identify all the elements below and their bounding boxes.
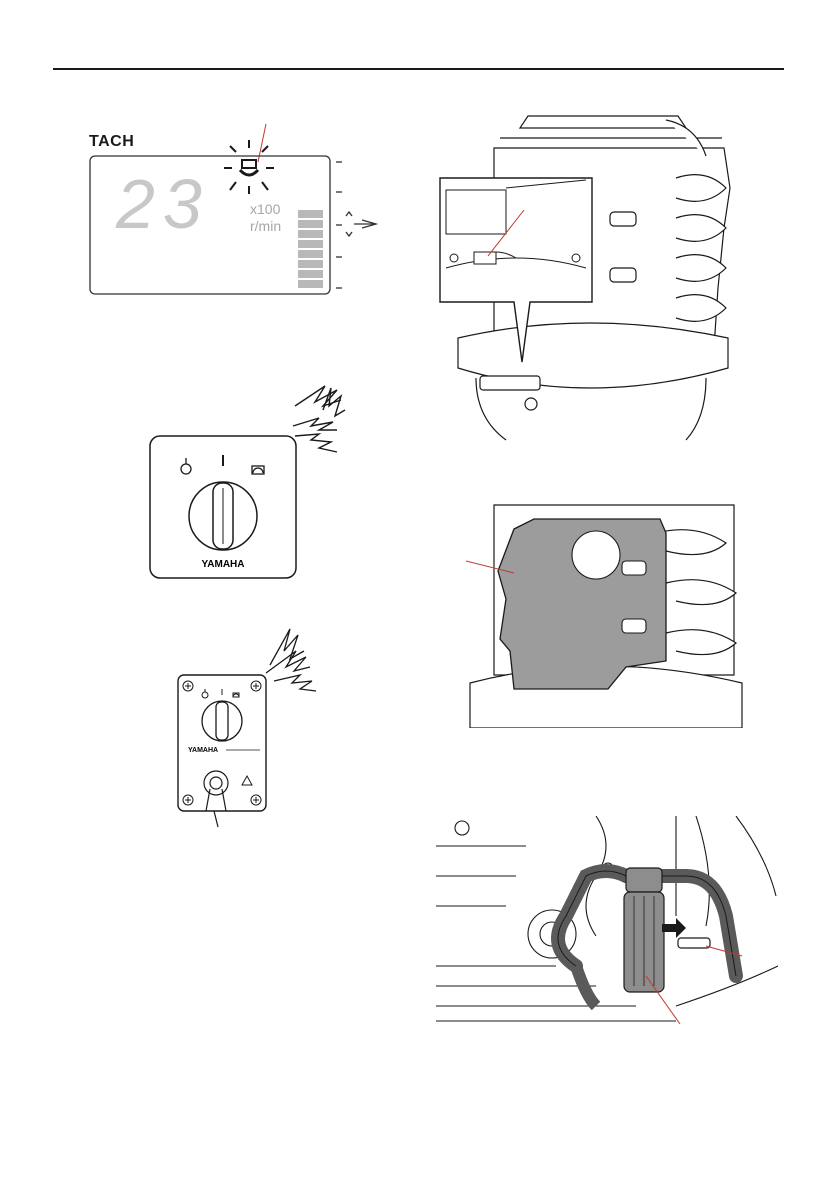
tach-unit: r/min	[250, 218, 281, 234]
engine-stop-panel-figure: YAMAHA	[170, 615, 330, 835]
header-rule	[53, 68, 784, 70]
key-switch-figure: YAMAHA	[145, 370, 365, 586]
stop-panel-brand: YAMAHA	[188, 747, 218, 754]
stop-panel-knob	[202, 701, 242, 741]
buzzer-sound-icon-small	[266, 629, 316, 691]
trim-icon	[346, 212, 376, 236]
hose-clamp	[678, 938, 710, 948]
key-knob	[189, 482, 257, 550]
trim-bar-graph	[298, 210, 323, 288]
engine-top-figure	[436, 108, 736, 443]
buzzer-sound-icon	[293, 386, 345, 452]
tach-multiplier: x100	[250, 201, 281, 217]
tachometer-figure: 23 x100 r/min	[80, 110, 380, 300]
tach-reading: 23	[115, 165, 210, 243]
fuel-filter-figure	[436, 816, 778, 1036]
key-switch-brand: YAMAHA	[202, 559, 245, 570]
warning-lamp-icon	[224, 140, 274, 194]
engine-cover-figure	[466, 503, 746, 728]
fuel-filter-body	[624, 868, 664, 992]
